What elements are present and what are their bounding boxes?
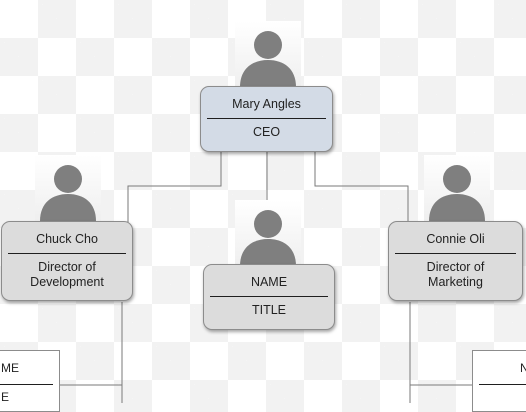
divider xyxy=(479,384,526,385)
center-photo xyxy=(235,200,301,266)
center-title: TITLE xyxy=(251,303,287,317)
partial-left-title: E xyxy=(1,390,10,404)
divider xyxy=(395,253,516,254)
right-photo xyxy=(424,155,490,221)
ceo-card[interactable]: Mary Angles CEO xyxy=(200,86,333,152)
person-silhouette-icon xyxy=(429,165,485,221)
person-silhouette-icon xyxy=(40,165,96,221)
divider xyxy=(8,253,126,254)
connector-lines xyxy=(60,152,472,403)
right-title: Director of Marketing xyxy=(426,260,485,289)
left-photo xyxy=(35,155,101,221)
partial-card-right[interactable]: N xyxy=(472,350,526,412)
right-card[interactable]: Connie Oli Director of Marketing xyxy=(388,221,523,301)
partial-card-left[interactable]: ME E xyxy=(0,350,60,412)
partial-right-name: N xyxy=(520,361,526,375)
divider xyxy=(0,384,53,385)
center-name: NAME xyxy=(250,275,288,289)
left-card[interactable]: Chuck Cho Director of Development xyxy=(1,221,133,301)
left-name: Chuck Cho xyxy=(36,232,98,246)
person-silhouette-icon xyxy=(240,31,296,87)
left-title: Director of Development xyxy=(30,260,104,289)
ceo-photo xyxy=(235,21,301,87)
partial-left-name: ME xyxy=(1,361,19,375)
center-card[interactable]: NAME TITLE xyxy=(203,264,335,330)
divider xyxy=(210,296,328,297)
divider xyxy=(207,118,326,119)
right-name: Connie Oli xyxy=(426,232,485,246)
ceo-title: CEO xyxy=(252,125,281,139)
ceo-name: Mary Angles xyxy=(232,97,301,111)
person-silhouette-icon xyxy=(240,210,296,266)
